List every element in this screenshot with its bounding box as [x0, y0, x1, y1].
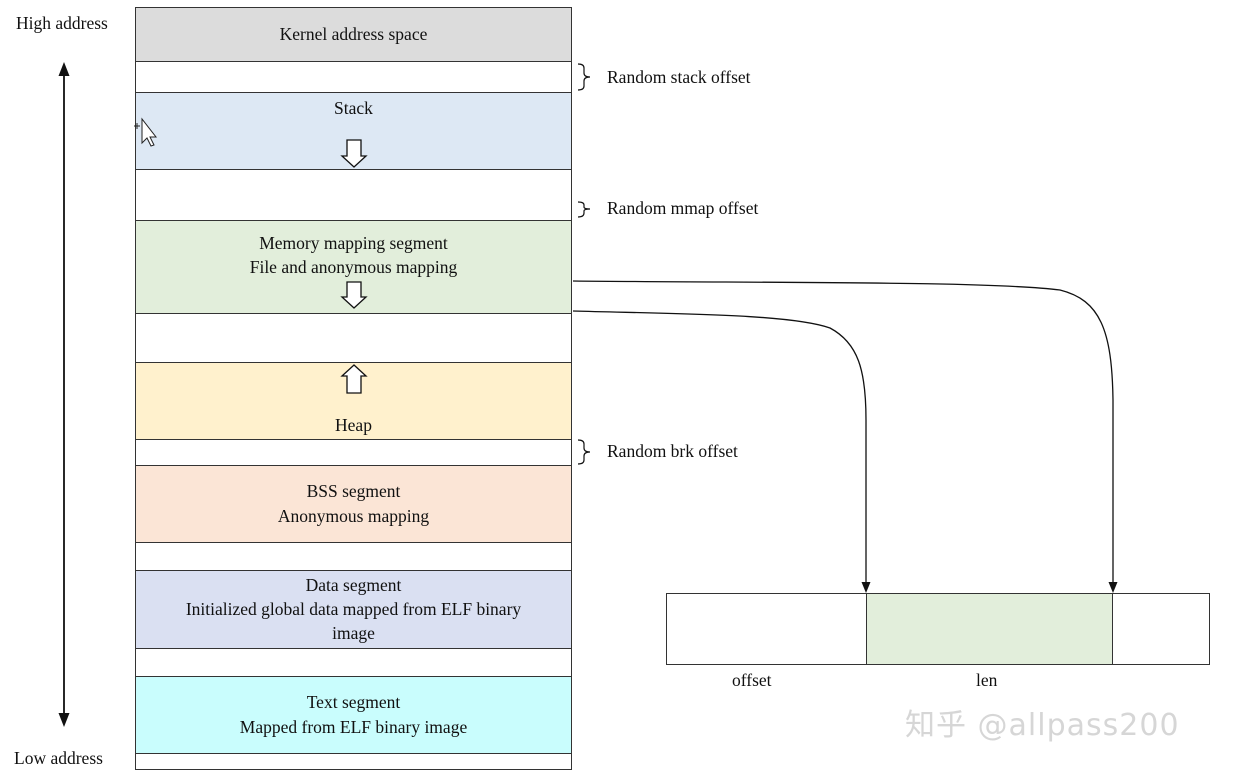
bss-segment: BSS segment Anonymous mapping: [135, 465, 572, 543]
text-segment: Text segment Mapped from ELF binary imag…: [135, 676, 572, 754]
len-label: len: [976, 670, 998, 690]
len-region: [866, 594, 1113, 664]
free-gap: [135, 313, 572, 363]
mmap-end-to-len-end-curve: [572, 280, 1114, 585]
low-address-label: Low address: [14, 748, 103, 768]
bss-subtitle: Anonymous mapping: [277, 506, 430, 526]
heap-growth-up-arrow-icon: [340, 364, 368, 394]
random-stack-offset-label: Random stack offset: [607, 67, 751, 87]
mmap-growth-down-arrow-icon: [340, 281, 368, 309]
stack-offset-brace-icon: [577, 63, 591, 91]
stack-growth-down-arrow-icon: [340, 139, 368, 168]
mmap-title: Memory mapping segment: [259, 233, 448, 253]
heap-label: Heap: [335, 415, 372, 435]
kernel-address-space-segment: Kernel address space: [135, 7, 572, 62]
offset-label: offset: [732, 670, 772, 690]
kernel-label: Kernel address space: [279, 24, 428, 44]
bottom-gap: [135, 753, 572, 770]
mmap-start-to-offset-curve: [572, 310, 867, 585]
data-subtitle-line1: Initialized global data mapped from ELF …: [185, 599, 522, 619]
data-segment: Data segment Initialized global data map…: [135, 570, 572, 649]
high-address-label: High address: [16, 13, 108, 33]
text-title: Text segment: [306, 692, 401, 712]
random-brk-offset-label: Random brk offset: [607, 441, 738, 461]
brk-offset-brace-icon: [577, 439, 591, 465]
address-axis-arrow: [58, 62, 70, 727]
watermark: 知乎 @allpass200: [905, 708, 1180, 743]
mmap-offset-gap: [135, 169, 572, 221]
stack-label: Stack: [334, 98, 373, 118]
data-title: Data segment: [305, 575, 402, 595]
data-subtitle-line2: image: [332, 623, 375, 643]
file-box: [666, 593, 1210, 665]
gap-bss-data: [135, 542, 572, 571]
random-mmap-offset-label: Random mmap offset: [607, 198, 759, 218]
mouse-cursor-icon: [134, 117, 158, 147]
bss-title: BSS segment: [306, 481, 401, 501]
text-subtitle: Mapped from ELF binary image: [239, 717, 468, 737]
mmap-subtitle: File and anonymous mapping: [249, 257, 458, 277]
mmap-offset-brace-icon: [577, 201, 591, 218]
memory-mapping-segment: Memory mapping segment File and anonymou…: [135, 220, 572, 314]
